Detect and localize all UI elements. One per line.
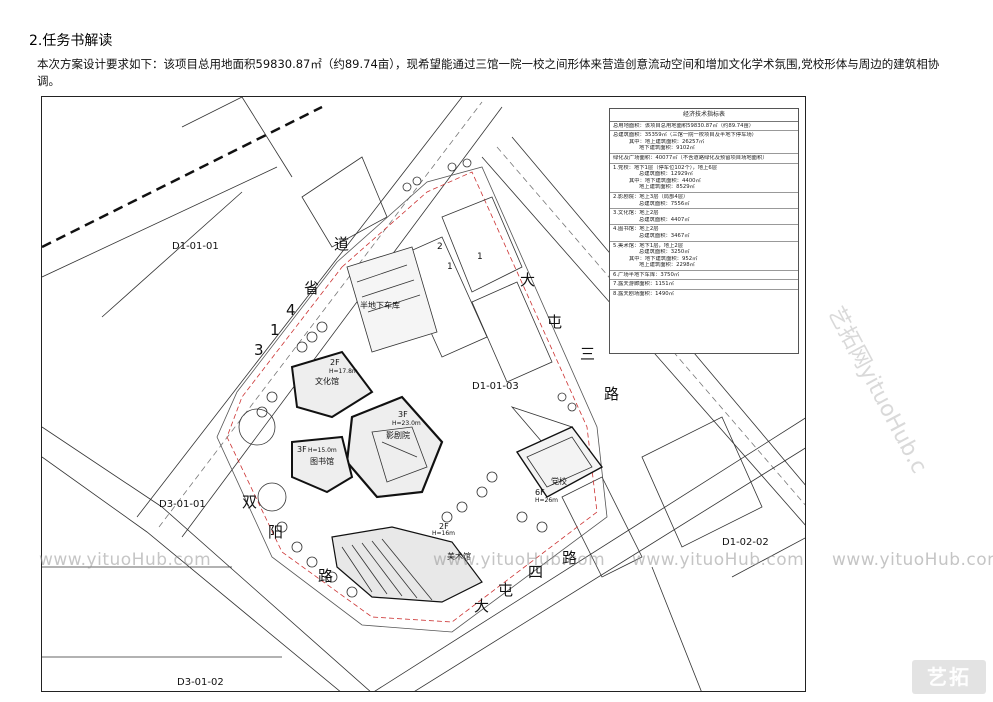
stats-line: 其中：地下建筑面积：4400㎡	[629, 177, 701, 184]
building-height: H=15.0m	[308, 447, 337, 454]
road-label-char: 四	[528, 563, 543, 581]
building-name: 党校	[551, 476, 567, 486]
road-label-char: 路	[562, 549, 577, 567]
intro-paragraph: 本次方案设计要求如下：该项目总用地面积59830.87㎡（约89.74亩），现希…	[37, 57, 940, 88]
building-floors: 2F	[439, 522, 449, 531]
marker-number: 2	[437, 242, 443, 252]
stats-title: 经济技术指标表	[610, 109, 798, 122]
building-floors: 3F	[297, 445, 307, 454]
stats-line: 总建筑面积：3250㎡	[639, 249, 690, 256]
stats-line: 总建筑面积：7556㎡	[639, 200, 690, 207]
road-label-char: 双	[242, 493, 257, 511]
stats-line: 总用地面积：该项目总用地面积59830.87㎡（约89.74亩）	[613, 122, 755, 129]
building-floors: 6F	[535, 488, 545, 497]
stats-row: 7.露天游廊面积：1151㎡	[610, 280, 798, 291]
building-name: 图书馆	[310, 456, 334, 466]
stats-line: 2.影剧院：地上3层（局部4层）	[613, 193, 689, 200]
road-label-char: 路	[604, 385, 619, 403]
site-plan-drawing: D1-01-01 D1-01-03 D3-01-01 D1-02-02 D3-0…	[42, 97, 805, 691]
road-label-char: 道	[334, 235, 349, 253]
marker-number: 1	[477, 252, 483, 262]
section-title: 2.任务书解读	[29, 33, 113, 49]
stats-line: 总建筑面积：4407㎡	[639, 216, 690, 223]
stats-line: 1.党校：地下1层（停车位102个），地上6层	[613, 164, 718, 171]
stats-line: 总建筑面积：3467㎡	[639, 232, 690, 239]
stats-line: 地上建筑面积：2298㎡	[639, 262, 695, 269]
stats-line: 8.露天剧场面积：1490㎡	[613, 291, 674, 298]
watermark-url: www.yituoHub.com	[39, 550, 212, 570]
road-label-char: 3	[254, 341, 264, 359]
parcel-label: D1-02-02	[722, 537, 769, 548]
stats-row: 4.图书馆：地上2层总建筑面积：3467㎡	[610, 225, 798, 242]
stats-row: 8.露天剧场面积：1490㎡	[610, 290, 798, 299]
building-name: 影剧院	[386, 430, 410, 440]
road-edge	[136, 97, 463, 518]
stats-row: 3.文化馆：地上2层总建筑面积：4407㎡	[610, 209, 798, 226]
stats-line: 其中：地下建筑面积：952㎡	[629, 255, 698, 262]
road-label-char: 阳	[268, 523, 283, 541]
stats-row: 总建筑面积：35359㎡（三馆一院一校项目及半地下停车场）其中：地上建筑面积：2…	[610, 131, 798, 154]
road-label-char: 三	[580, 345, 595, 363]
stats-rows: 总用地面积：该项目总用地面积59830.87㎡（约89.74亩） 总建筑面积：35…	[610, 122, 798, 299]
stats-line: 地下建筑面积：9102㎡	[639, 145, 695, 152]
marker-number: 1	[447, 262, 453, 272]
stats-line: 总建筑面积：35359㎡（三馆一院一校项目及半地下停车场）	[613, 132, 757, 139]
stats-row: 总用地面积：该项目总用地面积59830.87㎡（约89.74亩）	[610, 122, 798, 132]
parcel-label: D1-01-03	[472, 381, 519, 392]
building-height: H=23.0m	[392, 420, 421, 427]
road-label-char: 4	[286, 301, 296, 319]
building-name: 文化馆	[315, 376, 339, 386]
parcel-label: D3-01-01	[159, 499, 206, 510]
brand-logo: 艺拓	[912, 660, 986, 694]
stats-line: 其中：地上建筑面积：26257㎡	[629, 138, 705, 145]
watermark-url: www.yituoHub.com	[433, 550, 606, 570]
building-height: H=26m	[535, 497, 558, 504]
building-floors: 2F	[330, 358, 340, 367]
road-label-char: 屯	[547, 313, 562, 331]
stats-line: 5.美术馆：地下1层，地上2层	[613, 242, 684, 249]
parcel-label: D3-01-02	[177, 677, 224, 688]
building-name: 半地下车库	[360, 300, 400, 310]
road-label-char: 大	[520, 271, 535, 289]
road-label-char: 大	[474, 597, 489, 615]
parcel-label: D1-01-01	[172, 241, 219, 252]
building-height: H=16m	[432, 530, 455, 537]
stats-table: 经济技术指标表 总用地面积：该项目总用地面积59830.87㎡（约89.74亩）…	[609, 108, 799, 354]
watermark-side: 艺拓网yituoHub.c	[822, 302, 932, 478]
building-floors: 3F	[398, 410, 408, 419]
stats-line: 7.露天游廊面积：1151㎡	[613, 281, 674, 288]
stats-line: 4.图书馆：地上2层	[613, 226, 659, 233]
road-label-char: 省	[304, 279, 319, 297]
stats-line: 6.广场半地下车库：3750㎡	[613, 271, 680, 278]
watermark-url: www.yituoHub.com	[832, 550, 993, 570]
stats-row: 2.影剧院：地上3层（局部4层）总建筑面积：7556㎡	[610, 193, 798, 210]
stats-line: 3.文化馆：地上2层	[613, 210, 659, 217]
watermark-url: www.yituoHub.com	[632, 550, 805, 570]
road-label-char: 屯	[498, 581, 513, 599]
building-height: H=17.8m	[329, 368, 358, 375]
stats-line: 绿化及广场面积：40077㎡（不含道路绿化及预留项目场地面积）	[613, 154, 768, 161]
stats-row: 6.广场半地下车库：3750㎡	[610, 271, 798, 281]
building-name: 美术馆	[447, 551, 471, 561]
road-label-char: 路	[318, 567, 333, 585]
stats-row: 绿化及广场面积：40077㎡（不含道路绿化及预留项目场地面积）	[610, 154, 798, 164]
stats-line: 总建筑面积：12929㎡	[639, 171, 693, 178]
stats-line: 地上建筑面积：8529㎡	[639, 184, 695, 191]
site-plan: D1-01-01 D1-01-03 D3-01-01 D1-02-02 D3-0…	[41, 96, 806, 692]
road-label-char: 1	[270, 321, 280, 339]
road-edge	[181, 106, 503, 538]
